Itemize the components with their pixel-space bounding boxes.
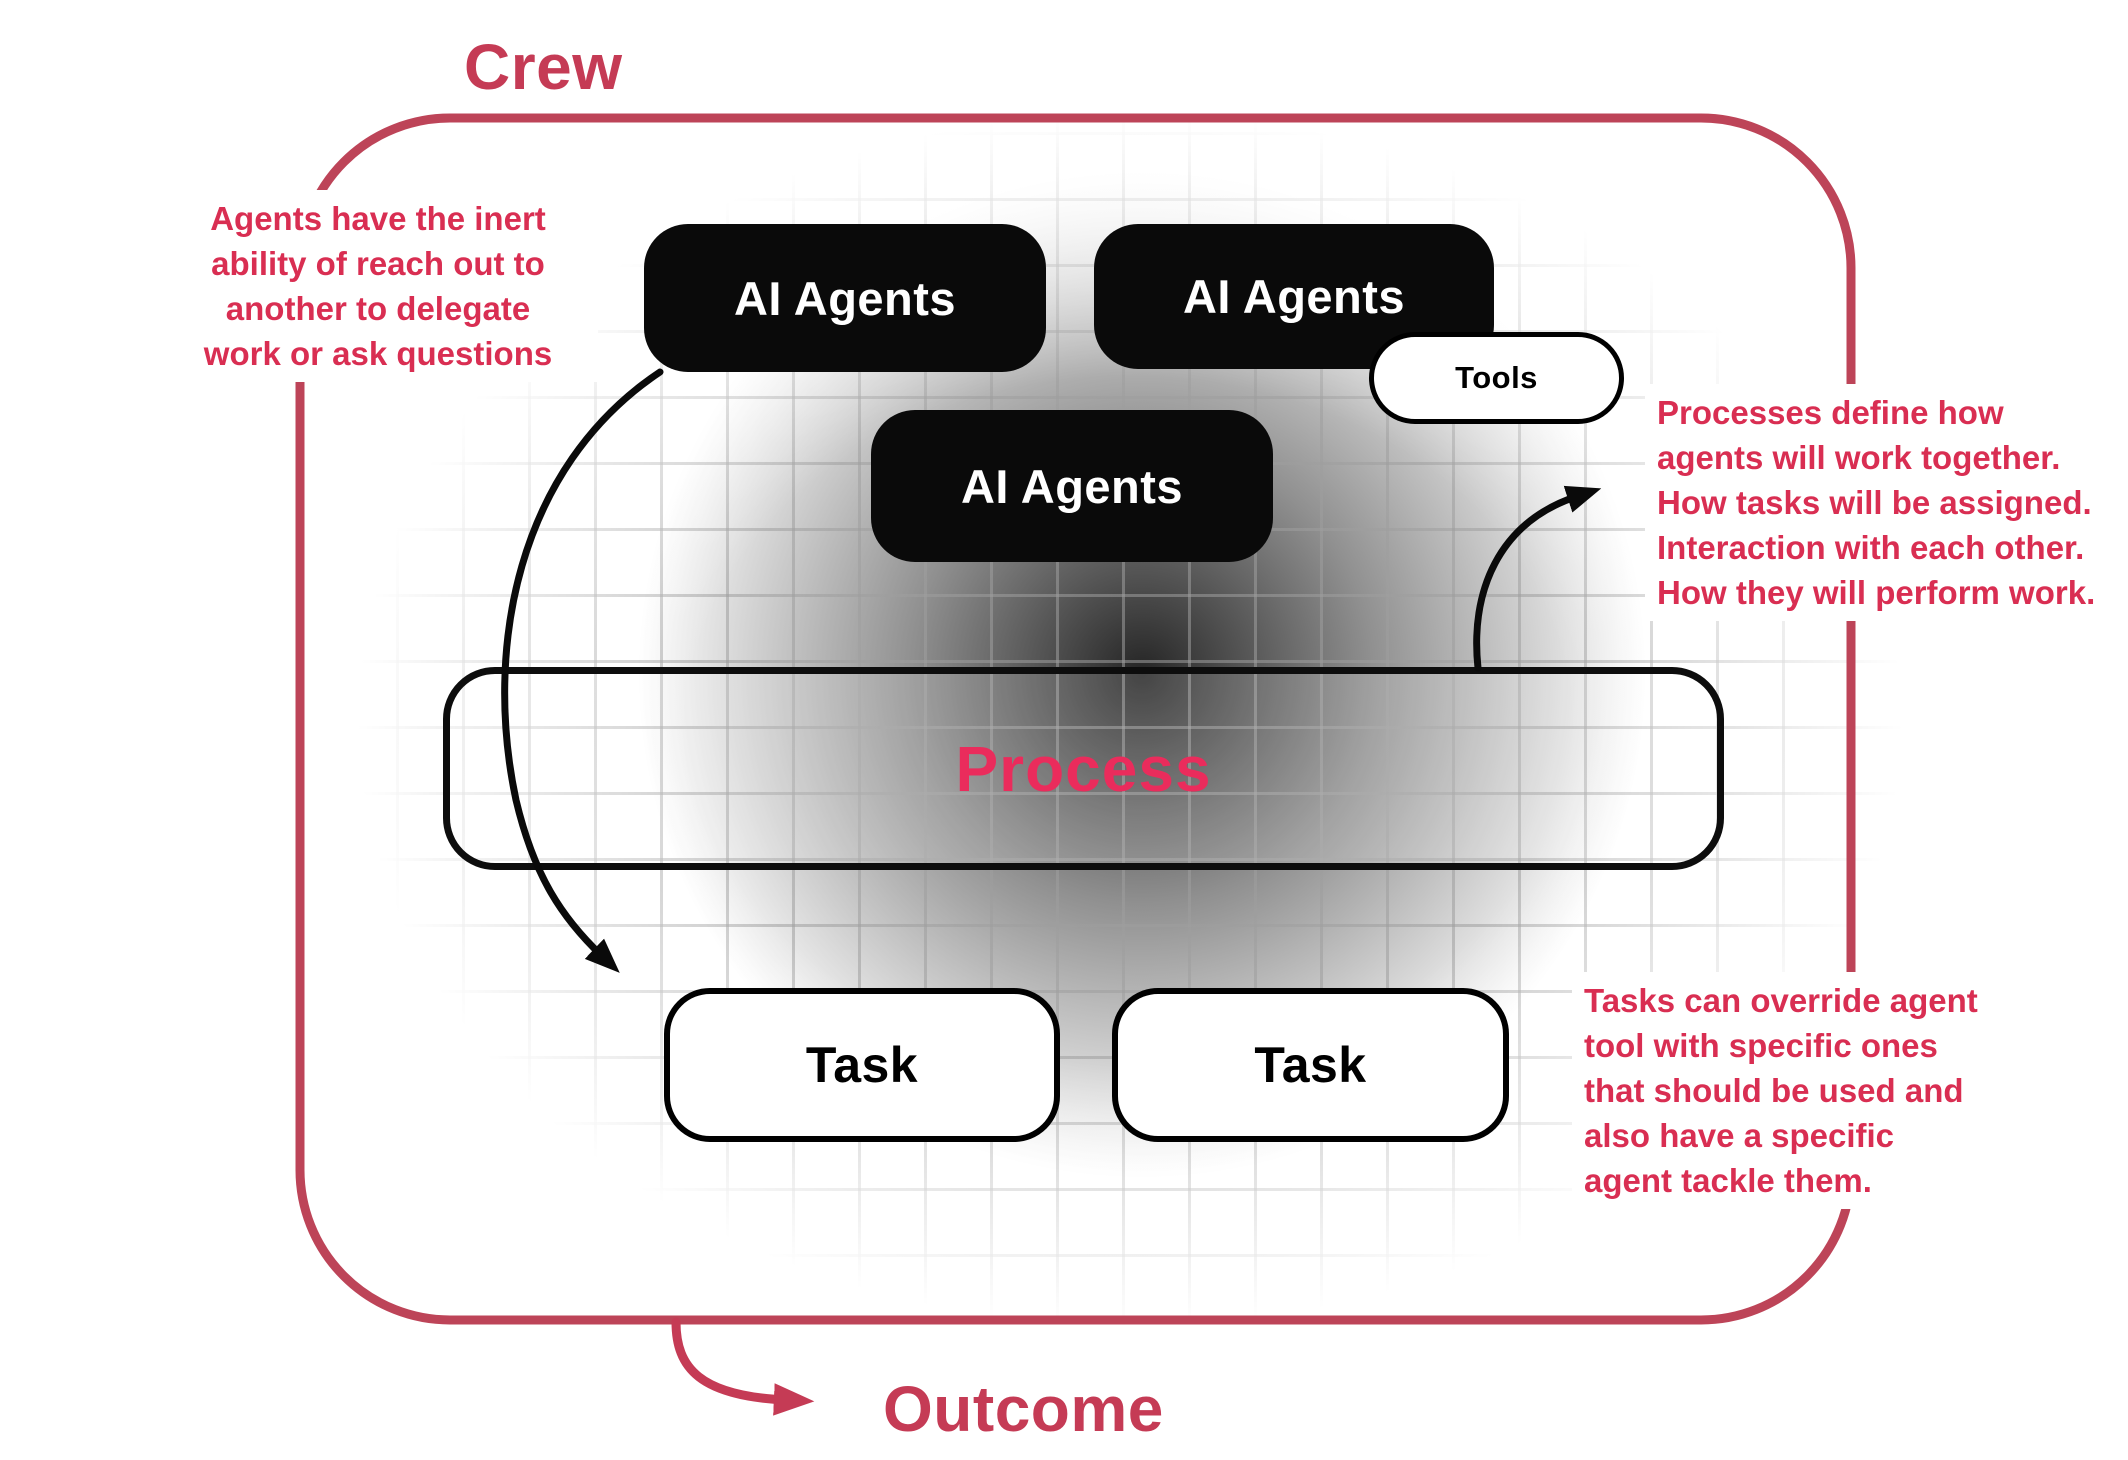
tools-label: Tools bbox=[1455, 360, 1538, 395]
ai-agents-label-3: AI Agents bbox=[960, 459, 1184, 513]
ai-agents-box-3: AI Agents bbox=[871, 410, 1273, 562]
task-label-1: Task bbox=[805, 1037, 919, 1093]
crew-label: Crew bbox=[464, 31, 623, 103]
outcome-label: Outcome bbox=[883, 1373, 1164, 1445]
task-label-2: Task bbox=[1254, 1037, 1367, 1093]
ai-agents-label-1: AI Agents bbox=[733, 271, 957, 325]
ai-agents-label-2: AI Agents bbox=[1182, 270, 1406, 323]
annotation-tasks: Tasks can override agent tool with speci… bbox=[1572, 972, 1990, 1209]
task-box-1: Task bbox=[664, 988, 1060, 1142]
annotation-delegation: Agents have the inert ability of reach o… bbox=[158, 190, 598, 382]
ai-agents-box-1: AI Agents bbox=[644, 224, 1046, 372]
process-label: Process bbox=[955, 732, 1212, 805]
annotation-processes: Processes define how agents will work to… bbox=[1645, 384, 2108, 621]
process-bar: Process bbox=[443, 667, 1724, 870]
task-box-2: Task bbox=[1112, 988, 1509, 1142]
tools-pill: Tools bbox=[1369, 332, 1624, 424]
